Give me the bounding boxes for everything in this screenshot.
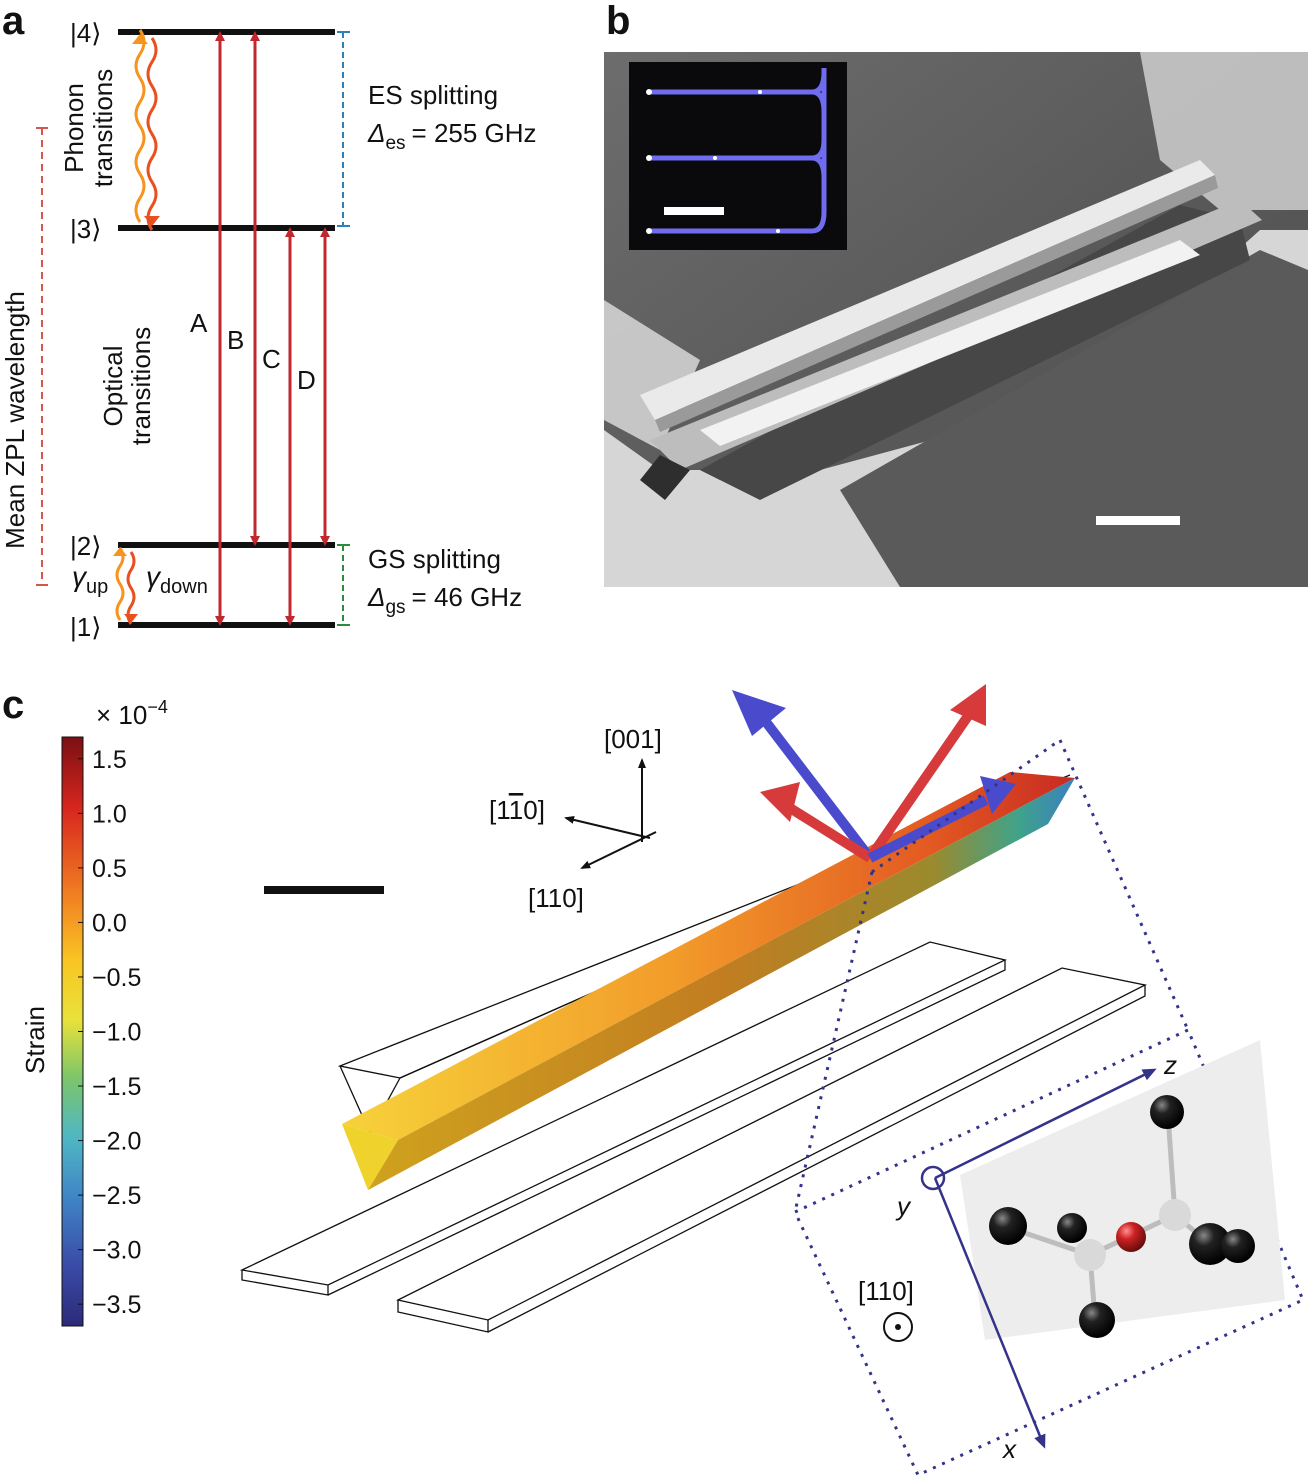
axis-1-10-arrow — [564, 815, 651, 839]
sem-micrograph — [604, 52, 1308, 587]
panel-c-scale-bar — [264, 886, 384, 894]
colorbar-tick-label: −0.5 — [92, 964, 141, 992]
red-arrow-shaft-2 — [787, 803, 873, 863]
transition-a-label: A — [190, 308, 208, 338]
axis-001-label: [001] — [604, 724, 662, 754]
es-splitting-value: Δes= 255 GHz — [367, 118, 537, 154]
phonon-down-wave — [146, 37, 158, 231]
sem-scale-bar — [1096, 516, 1180, 525]
gamma-down-wave — [126, 551, 136, 625]
defect-inset — [793, 1027, 1305, 1477]
gamma-down-label: γdown — [146, 561, 208, 598]
inset-x-label: x — [1001, 1434, 1017, 1464]
panel-b: b — [604, 0, 1308, 587]
colorbar-tick-label: −1.5 — [92, 1073, 141, 1101]
transition-c-label: C — [262, 344, 281, 374]
panel-a-label: a — [2, 0, 25, 43]
colorbar-tick-label: −2.5 — [92, 1182, 141, 1210]
colorbar-ticks: 1.5 1.0 0.5 0.0 −0.5 −1.0 −1.5 −2.0 −2.5 −3.0 −3.5 — [78, 746, 141, 1319]
gs-splitting-bracket — [337, 544, 350, 626]
phonon-down-head — [144, 216, 160, 226]
colorbar-tick-label: 0.0 — [92, 909, 127, 937]
mean-zpl-label: Mean ZPL wavelength — [0, 291, 30, 549]
optical-transition-arrows — [215, 31, 330, 626]
red-arrow-head-2 — [760, 782, 800, 822]
phonon-up-head — [132, 34, 148, 44]
panel-c: c 1.5 1.0 0.5 0.0 −0.5 −1.0 −1.5 −2.0 −2.5 −3.0 −3… — [2, 683, 1305, 1477]
inset-y-axis — [920, 1165, 946, 1191]
inset-x-axis — [933, 1177, 1046, 1449]
transition-d-label: D — [297, 365, 316, 395]
gamma-down-head — [124, 614, 138, 623]
panel-c-label: c — [2, 683, 24, 727]
transition-b-label: B — [227, 325, 244, 355]
axis-110-label: [110] — [528, 883, 584, 913]
inset-background — [960, 1040, 1285, 1340]
colorbar-title: Strain — [20, 1006, 50, 1074]
energy-levels — [118, 29, 335, 628]
phonon-label-line1: Phonon — [59, 83, 89, 173]
beam-end-face — [342, 1124, 398, 1190]
sem-cantilever-top — [640, 160, 1215, 420]
colorbar-tick-label: 0.5 — [92, 855, 127, 883]
colorbar-tick-label: −3.5 — [92, 1291, 141, 1319]
panel-b-label: b — [606, 0, 630, 43]
inset-scale-bar — [664, 207, 724, 215]
es-splitting-bracket — [337, 31, 350, 227]
colorbar-exponent: × 10−4 — [96, 697, 168, 730]
carbon-atom — [1079, 1302, 1115, 1338]
red-arrow-shaft-1 — [865, 713, 973, 861]
carbon-atom — [1189, 1223, 1231, 1265]
normal-direction-icon — [883, 1312, 913, 1342]
red-arrow-head-1 — [950, 684, 986, 726]
optical-label-line1: Optical — [98, 346, 128, 427]
gs-splitting-value: Δgs= 46 GHz — [367, 582, 522, 618]
blue-arrow-head-2 — [980, 776, 1016, 814]
direction-arrows — [732, 684, 1016, 863]
gamma-up-wave — [115, 547, 125, 621]
phonon-transition-arrows — [132, 29, 160, 231]
gamma-up-head — [113, 547, 127, 556]
colorbar-tick-label: −3.0 — [92, 1237, 141, 1265]
gamma-arrows — [113, 547, 138, 625]
phonon-label-line2: transitions — [88, 69, 118, 188]
colorbar-tick-label: 1.5 — [92, 746, 127, 774]
blue-arrow-head-1 — [732, 690, 786, 736]
state-4-label: |4⟩ — [70, 18, 101, 48]
beam-side-face — [368, 778, 1075, 1190]
colorbar-tick-label: −1.0 — [92, 1019, 141, 1047]
colorbar-tick-label: −2.0 — [92, 1128, 141, 1156]
state-2-label: |2⟩ — [70, 531, 101, 561]
blue-arrow-shaft-1 — [762, 718, 874, 862]
carbon-atom — [1150, 1095, 1184, 1129]
optical-label-line2: transitions — [126, 327, 156, 446]
strain-colorbar: 1.5 1.0 0.5 0.0 −0.5 −1.0 −1.5 −2.0 −2.5 −3.0 −3.5… — [20, 697, 168, 1327]
beam-top-face — [342, 772, 1075, 1140]
strained-beam — [342, 772, 1075, 1190]
es-splitting-title: ES splitting — [368, 80, 498, 110]
colorbar-tick-label: 1.0 — [92, 800, 127, 828]
state-3-label: |3⟩ — [70, 214, 101, 244]
carbon-atom — [1221, 1229, 1255, 1263]
panel-a: a |4⟩ |3⟩ |2⟩ |1⟩ A B C D Phonon — [0, 0, 537, 642]
inset-normal-label: [110] — [858, 1276, 914, 1306]
phonon-up-wave — [134, 29, 146, 223]
inset-projection-lines — [793, 738, 1190, 1213]
silicon-atom — [1116, 1222, 1146, 1252]
inset-z-label: z — [1163, 1050, 1177, 1080]
axis-1-10-label: [110] — [489, 795, 545, 825]
crystal-axes — [564, 758, 657, 869]
gs-splitting-title: GS splitting — [368, 544, 501, 574]
inset-z-axis — [934, 1068, 1157, 1180]
axis-110-arrow — [580, 831, 657, 869]
mean-zpl-bracket — [36, 127, 48, 586]
inset-y-label: y — [895, 1191, 912, 1221]
state-1-label: |1⟩ — [70, 612, 101, 642]
carbon-atom — [1057, 1213, 1087, 1243]
carbon-atom — [989, 1207, 1027, 1245]
blue-arrow-shaft-2 — [867, 795, 989, 863]
gamma-up-label: γup — [72, 561, 108, 598]
fluorescence-inset — [629, 62, 847, 250]
